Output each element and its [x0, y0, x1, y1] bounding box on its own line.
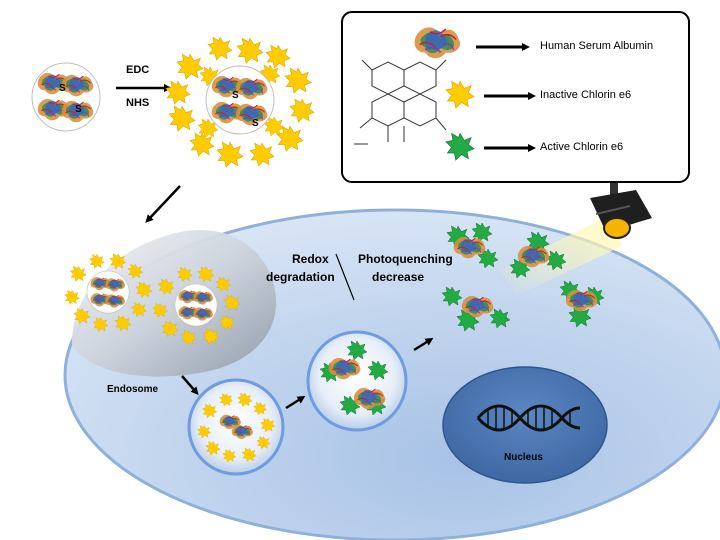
chlorin-e6-structure-icon: [354, 59, 447, 145]
reagent-nhs-label: NHS: [126, 97, 150, 109]
legend-active-label: Active Chlorin e6: [540, 141, 624, 153]
uptake-arrow: [145, 185, 181, 223]
vesicle-inactive: [187, 378, 285, 476]
hsa-ce6-conjugate: [165, 36, 315, 168]
spotlight-icon: [590, 180, 652, 239]
vesicle-transition-arrow: [285, 395, 306, 410]
endosome-body: [71, 229, 277, 377]
disulfide-label-2: S: [75, 104, 82, 115]
legend-inactive-label: Inactive Chlorin e6: [540, 89, 632, 101]
redox-label-line1: Redox: [292, 252, 329, 266]
dna-helix-icon: [476, 404, 581, 432]
release-arrow: [413, 337, 434, 352]
endosome-label: Endosome: [107, 384, 159, 395]
photoquenching-label-line1: Photoquenching: [358, 252, 453, 266]
nucleus-label: Nucleus: [504, 452, 543, 463]
vesicle-active: [306, 330, 408, 432]
nucleus: [442, 366, 608, 484]
disulfide-label-4: S: [252, 118, 259, 129]
photoquenching-label-line2: decrease: [372, 270, 425, 284]
process-divider: [335, 253, 355, 301]
endosome-to-vesicle-arrow: [181, 375, 199, 396]
hsa-nanoparticle: [32, 63, 100, 131]
disulfide-label-3: S: [232, 90, 239, 101]
reagent-edc-label: EDC: [126, 64, 150, 76]
redox-label-line2: degradation: [266, 270, 335, 284]
legend-hsa-label: Human Serum Albumin: [540, 40, 654, 52]
disulfide-label-1: S: [59, 83, 66, 94]
